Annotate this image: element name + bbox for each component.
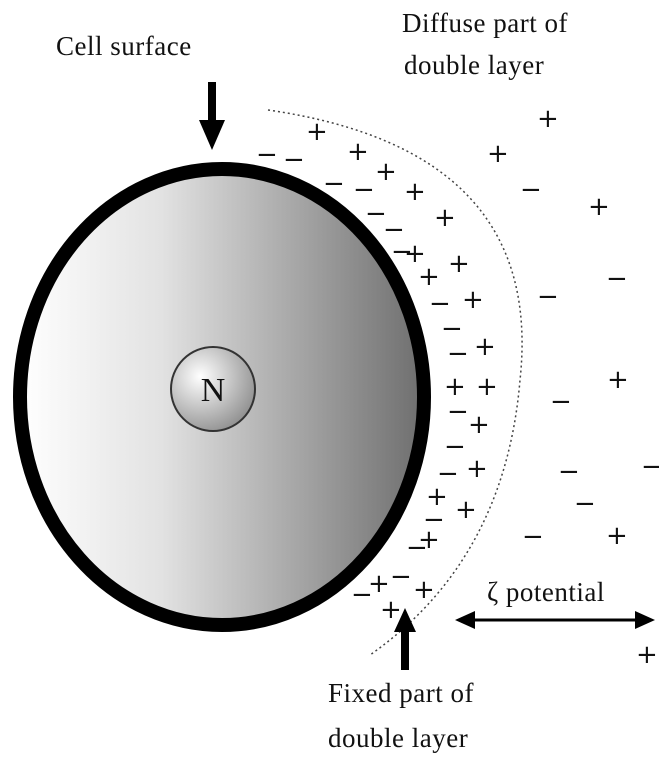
charge-minus: − bbox=[606, 264, 628, 294]
charge-plus: + bbox=[444, 372, 466, 402]
diffuse-label-line2: double layer bbox=[404, 50, 544, 80]
charge-minus: − bbox=[283, 145, 305, 175]
charge-minus: − bbox=[447, 339, 469, 369]
charge-minus: − bbox=[522, 522, 544, 552]
charge-plus: + bbox=[487, 139, 509, 169]
charge-minus: − bbox=[391, 237, 413, 267]
charge-minus: − bbox=[520, 175, 542, 205]
fixed-label-line2: double layer bbox=[328, 723, 468, 753]
charge-plus: + bbox=[466, 454, 488, 484]
charge-plus: + bbox=[426, 482, 448, 512]
charge-minus: − bbox=[558, 457, 580, 487]
charge-plus: + bbox=[468, 410, 490, 440]
charge-minus: − bbox=[641, 452, 659, 482]
charge-plus: + bbox=[380, 595, 402, 625]
nucleus bbox=[170, 346, 256, 432]
charge-plus: + bbox=[607, 365, 629, 395]
charge-plus: + bbox=[347, 137, 369, 167]
charge-minus: − bbox=[437, 459, 459, 489]
charge-plus: + bbox=[368, 569, 390, 599]
charge-minus: − bbox=[574, 489, 596, 519]
charge-minus: − bbox=[390, 562, 412, 592]
charge-minus: − bbox=[423, 505, 445, 535]
charge-plus: + bbox=[418, 262, 440, 292]
charge-plus: + bbox=[306, 117, 328, 147]
charge-plus: + bbox=[448, 249, 470, 279]
charge-plus: + bbox=[434, 203, 456, 233]
charge-plus: + bbox=[404, 177, 426, 207]
charge-plus: + bbox=[537, 104, 559, 134]
charge-plus: + bbox=[413, 575, 435, 605]
diffuse-layer-charges: + + − + − − + − − − − − + + bbox=[487, 104, 659, 670]
charge-plus: + bbox=[455, 495, 477, 525]
charge-minus: − bbox=[406, 533, 428, 563]
charge-plus: + bbox=[474, 332, 496, 362]
charge-minus: − bbox=[447, 397, 469, 427]
diffuse-label-line1: Diffuse part of bbox=[402, 8, 568, 38]
charge-minus: − bbox=[351, 580, 373, 610]
charge-minus: − bbox=[256, 140, 278, 170]
charge-minus: − bbox=[537, 282, 559, 312]
charge-plus: + bbox=[636, 640, 658, 670]
charge-plus: + bbox=[476, 372, 498, 402]
charge-plus: + bbox=[375, 157, 397, 187]
charge-plus: + bbox=[404, 239, 426, 269]
charge-minus: − bbox=[323, 169, 345, 199]
zeta-potential-label: ζ potential bbox=[487, 577, 605, 607]
charge-plus: + bbox=[588, 192, 610, 222]
charge-minus: − bbox=[365, 199, 387, 229]
charge-minus: − bbox=[353, 175, 375, 205]
charge-minus: − bbox=[441, 314, 463, 344]
charge-minus: − bbox=[550, 387, 572, 417]
nucleus-label: N bbox=[201, 372, 226, 409]
charge-minus: − bbox=[429, 289, 451, 319]
fixed-layer-charges: − − + + + − − + − − + − + + + − + − + − … bbox=[256, 117, 498, 625]
arrow-up-icon bbox=[394, 608, 416, 670]
arrow-down-icon bbox=[199, 82, 225, 150]
double-headed-arrow-icon bbox=[455, 611, 655, 629]
charge-plus: + bbox=[462, 285, 484, 315]
charge-minus: − bbox=[383, 215, 405, 245]
charge-minus: − bbox=[444, 432, 466, 462]
fixed-label-line1: Fixed part of bbox=[328, 678, 474, 708]
charge-plus: + bbox=[606, 521, 628, 551]
cell-surface-label: Cell surface bbox=[56, 31, 192, 61]
charge-plus: + bbox=[418, 525, 440, 555]
